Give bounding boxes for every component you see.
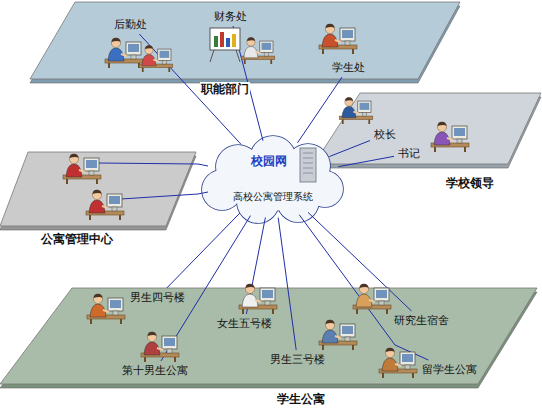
group-title: 职能部门 — [200, 82, 250, 97]
place-name: 书记 — [396, 146, 422, 161]
leader-label: 校长 — [372, 127, 398, 142]
network-title: 校园网 — [198, 154, 348, 168]
place-name: 女生五号楼 — [215, 316, 274, 331]
department-plane: 职能部门 后勤处 财务处学生处 — [28, 1, 462, 99]
building-label: 男生四号楼 — [128, 290, 187, 305]
plane-surface — [0, 152, 196, 226]
network-cloud: 校园网高校公寓管理系统 — [198, 134, 348, 224]
office-label: 财务处 — [212, 9, 249, 24]
place-name: 留学生公寓 — [420, 362, 479, 377]
building-label: 留学生公寓 — [420, 362, 479, 377]
apartment-plane: 学生公寓 男生四号楼女生五号楼 研究生宿舍第十男生公寓 男生三号楼留学生公寓 — [0, 286, 542, 413]
network-link — [198, 164, 208, 166]
server-icon — [300, 148, 316, 182]
plane-surface — [30, 2, 460, 79]
plane-shape — [312, 92, 542, 192]
building-label: 研究生宿舍 — [392, 313, 451, 328]
place-name: 校长 — [372, 127, 398, 142]
management-plane: 公寓管理中心 — [0, 150, 198, 250]
plane-surface — [0, 288, 537, 384]
cloud-shape — [198, 134, 348, 224]
office-label: 学生处 — [330, 60, 367, 75]
building-label: 女生五号楼 — [215, 316, 274, 331]
place-name: 男生四号楼 — [128, 290, 187, 305]
office-label: 后勤处 — [112, 17, 149, 32]
place-name: 研究生宿舍 — [392, 313, 451, 328]
leader-plane: 学校领导 校长书记 — [312, 92, 542, 192]
group-title: 学校领导 — [445, 176, 495, 191]
place-name: 第十男生公寓 — [120, 363, 190, 378]
group-title: 学生公寓 — [276, 392, 326, 407]
leader-label: 书记 — [396, 146, 422, 161]
group-title: 公寓管理中心 — [40, 232, 114, 247]
plane-surface — [314, 93, 541, 164]
building-label: 第十男生公寓 — [120, 363, 190, 378]
place-name: 财务处 — [212, 9, 249, 24]
plane-shape — [0, 286, 542, 413]
place-name: 男生三号楼 — [268, 352, 327, 367]
system-name: 高校公寓管理系统 — [198, 190, 348, 203]
building-label: 男生三号楼 — [268, 352, 327, 367]
place-name: 学生处 — [330, 60, 367, 75]
place-name: 后勤处 — [112, 17, 149, 32]
